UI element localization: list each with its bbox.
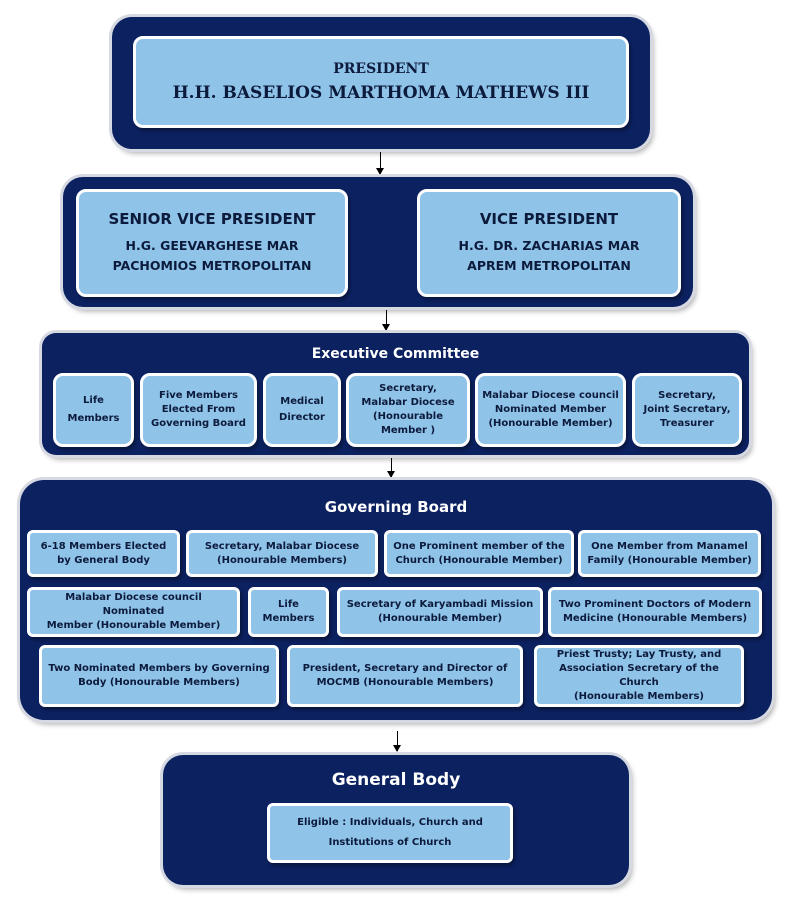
box-text-line: Family (Honourable Member)	[587, 554, 752, 566]
gb-prominent-member: One Prominent member of the Church (Hono…	[384, 530, 574, 577]
box-text-line: by General Body	[57, 554, 150, 566]
box-text-line: Five Members	[158, 390, 239, 401]
gb-karyambadi-mission: Secretary of Karyambadi Mission (Honoura…	[337, 587, 543, 637]
vice-president-box: VICE PRESIDENT H.G. DR. ZACHARIAS MAR AP…	[417, 189, 681, 297]
gb-elected-members: 6-18 Members Elected by General Body	[27, 530, 180, 577]
box-text-line: Director	[279, 412, 325, 423]
exec-medical-director: Medical Director	[263, 373, 341, 447]
box-text-line: (Honourable Members)	[217, 554, 347, 566]
senior-vice-president-name-line2: PACHOMIOS METROPOLITAN	[112, 258, 312, 273]
box-text-line: Priest Trusty; Lay Trusty, and	[556, 649, 722, 660]
gb-life-members: Life Members	[248, 587, 329, 637]
box-text-line: (Honourable Members)	[574, 691, 704, 702]
senior-vice-president-title: SENIOR VICE PRESIDENT	[108, 210, 316, 228]
governing-board-heading: Governing Board	[324, 498, 468, 516]
box-text-line: Malabar Diocese council	[482, 390, 619, 401]
box-text-line: Secretary,	[379, 383, 437, 394]
box-text-line: Members	[262, 613, 315, 624]
exec-secretary-treasurer: Secretary, Joint Secretary, Treasurer	[632, 373, 742, 447]
box-text-line: Body (Honourable Members)	[78, 677, 240, 688]
box-text-line: Life	[278, 599, 299, 610]
box-text-line: Nominated Member	[494, 404, 607, 415]
gb-priest-trusty: Priest Trusty; Lay Trusty, and Associati…	[534, 645, 744, 707]
box-text-line: One Member from Manamel	[591, 540, 748, 552]
box-text-line: President, Secretary and Director of	[302, 663, 508, 674]
vice-presidents-panel: SENIOR VICE PRESIDENT H.G. GEEVARGHESE M…	[63, 177, 693, 307]
vice-president-name-line2: APREM METROPOLITAN	[467, 258, 631, 273]
box-text-line: Secretary of Karyambadi Mission	[346, 599, 534, 610]
arrow-1	[376, 152, 384, 175]
box-text-line: Two Prominent Doctors of Modern	[558, 599, 752, 610]
box-text-line: Eligible : Individuals, Church and	[297, 817, 483, 828]
box-text-line: Church (Honourable Member)	[395, 554, 563, 566]
box-text-line: Secretary, Malabar Diocese	[204, 540, 360, 552]
box-text-line: Life	[83, 395, 104, 406]
box-text-line: 6-18 Members Elected	[40, 540, 167, 552]
box-text-line: Medicine (Honourable Members)	[562, 613, 748, 624]
exec-life-members: Life Members	[53, 373, 134, 447]
president-box: PRESIDENT H.H. BASELIOS MARTHOMA MATHEWS…	[133, 36, 629, 128]
exec-malabar-council: Malabar Diocese council Nominated Member…	[475, 373, 626, 447]
vice-president-name-line1: H.G. DR. ZACHARIAS MAR	[458, 238, 640, 253]
arrow-2	[382, 310, 390, 331]
box-text-line: (Honourable	[373, 411, 443, 422]
executive-committee-panel: Executive Committee Life Members Five Me…	[42, 333, 749, 455]
box-text-line: Treasurer	[660, 418, 714, 429]
president-panel: PRESIDENT H.H. BASELIOS MARTHOMA MATHEWS…	[112, 17, 650, 149]
gb-nominated-members: Two Nominated Members by Governing Body …	[39, 645, 279, 707]
general-body-panel: General Body Eligible : Individuals, Chu…	[163, 755, 629, 885]
vice-president-title: VICE PRESIDENT	[479, 210, 619, 228]
box-text-line: Institutions of Church	[328, 837, 452, 848]
box-text-line: Joint Secretary,	[643, 404, 731, 415]
general-body-heading: General Body	[331, 770, 461, 790]
executive-committee-heading: Executive Committee	[311, 346, 480, 362]
gb-manamel-family: One Member from Manamel Family (Honourab…	[578, 530, 761, 577]
general-body-eligibility: Eligible : Individuals, Church and Insti…	[267, 803, 513, 863]
box-text-line: Association Secretary of the Church	[559, 663, 719, 688]
box-text-line: Malabar Diocese council Nominated	[65, 592, 202, 617]
box-text-line: Member (Honourable Member)	[46, 620, 221, 631]
gb-malabar-council: Malabar Diocese council Nominated Member…	[27, 587, 240, 637]
exec-secretary-malabar: Secretary, Malabar Diocese (Honourable M…	[346, 373, 470, 447]
gb-mocmb: President, Secretary and Director of MOC…	[287, 645, 523, 707]
box-text-line: Member )	[380, 425, 436, 436]
senior-vice-president-name-line1: H.G. GEEVARGHESE MAR	[125, 238, 299, 253]
box-text-line: Medical	[280, 396, 324, 407]
governing-board-panel: Governing Board 6-18 Members Elected by …	[20, 480, 772, 720]
senior-vice-president-box: SENIOR VICE PRESIDENT H.G. GEEVARGHESE M…	[76, 189, 348, 297]
box-text-line: MOCMB (Honourable Members)	[316, 677, 494, 688]
arrow-3	[387, 458, 395, 478]
gb-prominent-doctors: Two Prominent Doctors of Modern Medicine…	[548, 587, 762, 637]
box-text-line: Members	[67, 413, 120, 424]
box-text-line: Two Nominated Members by Governing	[48, 663, 270, 674]
president-name: H.H. BASELIOS MARTHOMA MATHEWS III	[172, 83, 590, 103]
president-title: PRESIDENT	[333, 61, 429, 77]
box-text-line: Elected From	[161, 404, 236, 415]
box-text-line: (Honourable Member)	[488, 418, 613, 429]
box-text-line: (Honourable Member)	[377, 613, 503, 624]
box-text-line: One Prominent member of the	[393, 540, 565, 552]
box-text-line: Secretary,	[658, 390, 716, 401]
exec-five-members: Five Members Elected From Governing Boar…	[140, 373, 257, 447]
arrow-4	[393, 731, 401, 752]
gb-secretary-malabar: Secretary, Malabar Diocese (Honourable M…	[186, 530, 378, 577]
box-text-line: Malabar Diocese	[361, 397, 455, 408]
box-text-line: Governing Board	[151, 418, 246, 429]
